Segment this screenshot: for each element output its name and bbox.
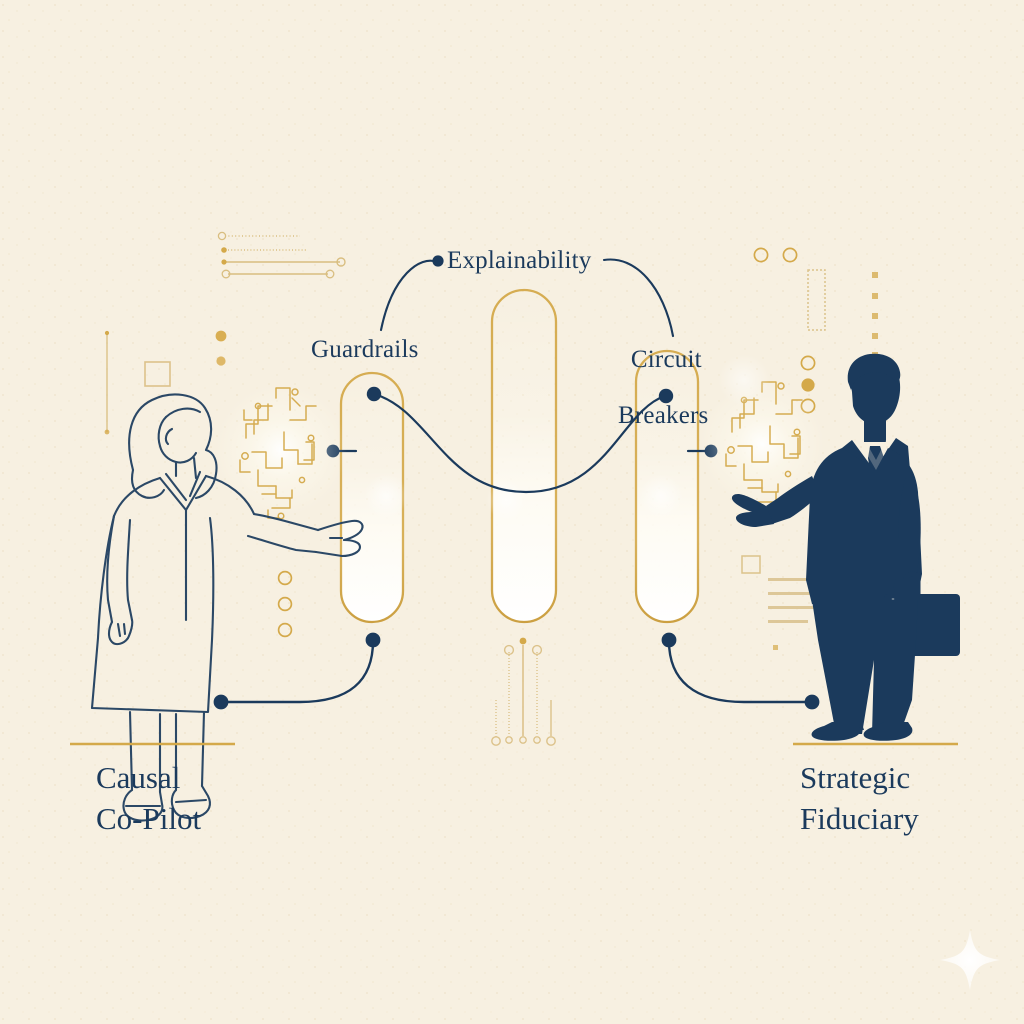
decor-left-circle-column [277,570,293,638]
footer-right-line1: Strategic [800,760,911,795]
footer-right-line2: Fiduciary [800,800,919,836]
decor-topleft-lines [217,231,346,279]
s-curve-connector [372,392,667,494]
pillar-highlight-center [486,480,526,520]
node-label-guardrails: Guardrails [311,336,419,363]
sparkle-icon [940,930,1000,990]
s-curve-node-left [366,386,382,402]
pillar-explainability [490,288,558,624]
decor-right-rect [807,269,826,331]
s-curve-node-right [658,388,674,404]
decor-right-small-square [741,555,761,574]
decor-left-square [144,361,171,387]
pillar-highlight-right [639,474,683,518]
connector-node-right-end [804,694,820,710]
footer-label-causal-copilot: Causal Co-Pilot [96,758,201,840]
circuit-motif-left [239,387,317,520]
decor-left-vertical-rule [104,330,110,435]
connector-node-left-end [213,694,229,710]
arc-node-explainability [432,255,444,267]
connector-node-right-top [661,632,677,648]
glow-right-inner [718,354,770,406]
decor-right-tiny-square [773,645,778,650]
footer-left-line2: Co-Pilot [96,800,202,836]
connector-left-to-copilot [222,639,375,704]
figure-causal-copilot [90,393,364,822]
arc-right-explainability [602,258,675,338]
glow-left [215,384,347,516]
figure-strategic-fiduciary [731,353,960,741]
node-label-explainability: Explainability [447,247,592,274]
node-label-circuit-line1: Circuit [630,346,702,373]
glow-right [700,382,824,506]
connector-right-to-fiduciary [667,639,812,704]
decor-right-circles-top [753,247,798,263]
decor-left-dots [215,330,227,366]
node-label-circuit-breakers: Circuit Breakers [618,318,738,458]
decor-right-text-ticks [768,578,830,623]
footer-left-line1: Causal [96,760,181,795]
pillar-highlight-left [364,474,408,518]
arc-left-explainability [379,259,439,332]
connector-node-left-top [365,632,381,648]
node-label-circuit-line2: Breakers [618,402,709,429]
footer-label-strategic-fiduciary: Strategic Fiduciary [800,758,919,840]
decor-bottom-center-antennae [491,637,556,746]
